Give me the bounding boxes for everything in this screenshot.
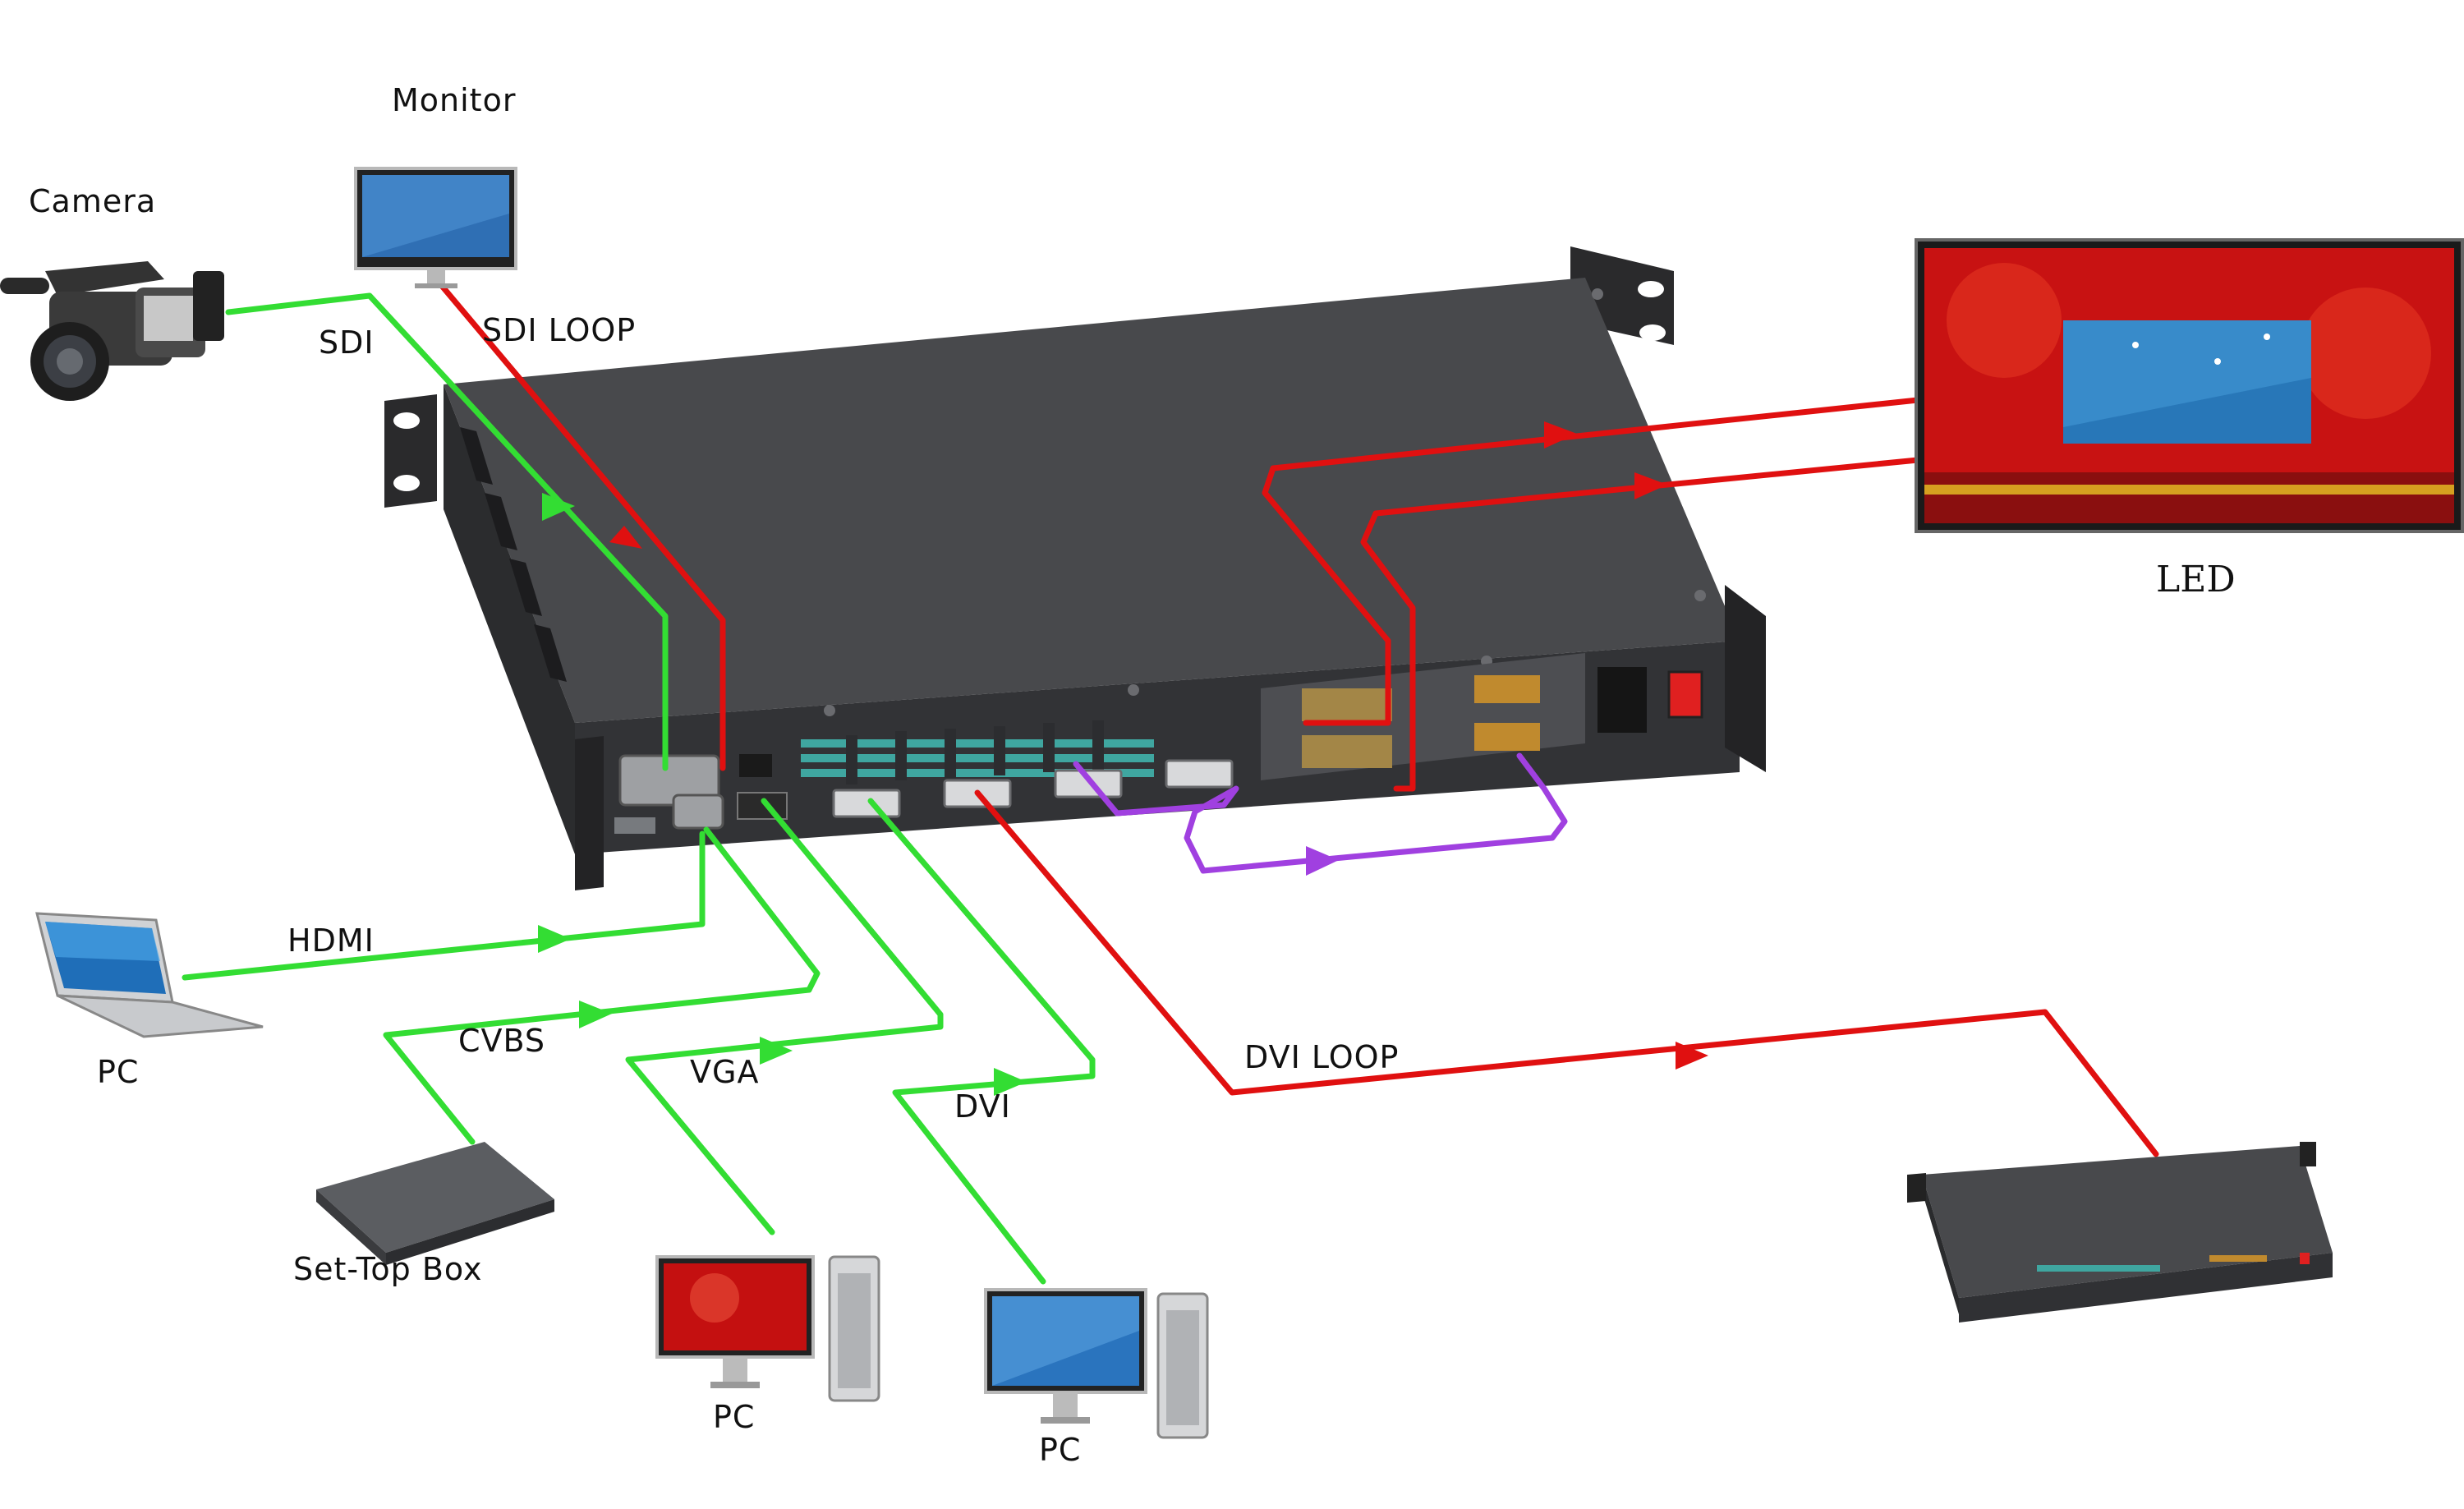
pc-laptop-label: PC (97, 1054, 139, 1090)
led-output-cable-2 (1360, 457, 1921, 792)
pc-dvi-label: PC (1039, 1432, 1081, 1468)
sdi-loop-label: SDI LOOP (482, 312, 636, 348)
led-output-cable-1 (1262, 397, 1921, 726)
hdmi-cable (182, 830, 706, 981)
dvi-loop-cable (974, 789, 2159, 1157)
sdi-loop-cable (430, 272, 726, 771)
desktop-pc-dvi (984, 1288, 1209, 1439)
laptop-pc (35, 912, 264, 1038)
camera-device (0, 261, 224, 401)
set-top-box-device (316, 1142, 554, 1265)
monitor-label: Monitor (392, 82, 516, 118)
set-top-box-label: Set-Top Box (293, 1251, 482, 1287)
led-label: LED (2156, 559, 2236, 600)
dvi-loop-label: DVI LOOP (1244, 1039, 1399, 1075)
card-link-cable (1073, 752, 1568, 874)
cvbs-cable (383, 826, 821, 1145)
cvbs-label: CVBS (458, 1023, 545, 1059)
camera-label: Camera (29, 183, 156, 219)
hdmi-label: HDMI (287, 922, 375, 959)
desktop-pc-vga (655, 1255, 880, 1402)
pc-vga-label: PC (713, 1399, 755, 1435)
vga-cable (625, 798, 944, 1235)
second-processor-unit (1907, 1142, 2333, 1323)
sdi-cable (225, 292, 669, 771)
dvi-label: DVI (954, 1088, 1011, 1125)
led-screen (1915, 238, 2464, 533)
sdi-label: SDI (319, 324, 375, 361)
dvi-cable (867, 798, 1096, 1285)
monitor-device (354, 167, 517, 288)
vga-label: VGA (690, 1054, 759, 1090)
